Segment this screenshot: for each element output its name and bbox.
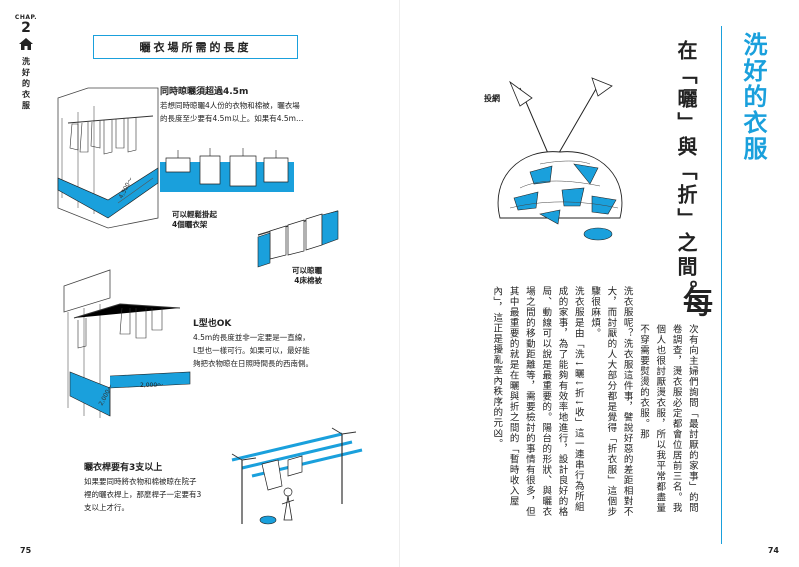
balcony-illustration-2 bbox=[63, 269, 191, 418]
note-lshape-line-2: L型也一樣可行。如果可以，最好能 bbox=[193, 346, 310, 355]
caption-hangers-line-2: 4個曬衣架 bbox=[172, 220, 208, 229]
balcony-illustration-1 bbox=[57, 87, 159, 229]
note-poles: 曬衣桿要有3支以上 如果要同時將衣物和棉被晾在院子 裡的曬衣桿上，那麼桿子一定要… bbox=[84, 462, 201, 514]
note-lshape: L型也OK 4.5m的長度並非一定要是一直線， L型也一樣可行。如果可以，最好能… bbox=[193, 318, 313, 370]
body-paragraph-3: 洗衣服是由「洗↓曬↓折↓收」這一連串行為所組成的家事，為了能夠有效率地進行，設計… bbox=[491, 286, 584, 517]
note-poles-line-3: 支以上才行。 bbox=[84, 503, 129, 512]
note-poles-line-2: 裡的曬衣桿上，那麼桿子一定要有3 bbox=[84, 490, 202, 499]
caption-futons-line-1: 可以晾曬 bbox=[292, 266, 322, 275]
page-number-left: 75 bbox=[20, 546, 32, 555]
caption-futons-line-2: 4床棉被 bbox=[294, 276, 322, 285]
body-paragraph-2: 洗衣服呢？洗衣服這件事，譬說好惡的差距相對不大，而討厭的人大部分都是覺得「折衣服… bbox=[589, 286, 633, 517]
body-text: 次有向主婦們詢問「最討厭的家事」的問卷調查，燙衣服必定都會位居前三名。我個人也很… bbox=[488, 286, 700, 522]
note-length: 同時晾曬須超過4.5m 若想同時晾曬4人份的衣物和棉被，曬衣場 的長度至少要有4… bbox=[160, 86, 303, 125]
note-lshape-line-1: 4.5m的長度並非一定要是一直線， bbox=[193, 333, 310, 342]
chapter-number: 2 bbox=[21, 20, 31, 36]
page-number-right: 74 bbox=[767, 546, 779, 555]
caption-hangers: 可以輕鬆掛起 4個曬衣架 bbox=[172, 210, 217, 230]
caption-hangers-line-1: 可以輕鬆掛起 bbox=[172, 210, 217, 219]
drop-cap: 每 bbox=[683, 286, 713, 321]
section-box-title: 曬衣場所需的長度 bbox=[93, 35, 298, 59]
chapter-tab: CHAP. 2 洗好的衣服 bbox=[8, 14, 44, 112]
note-poles-line-1: 如果要同時將衣物和棉被晾在院子 bbox=[84, 477, 197, 486]
dim-2000b-label: 2,000～ bbox=[98, 383, 115, 407]
headline: 在「曬」與「折」之間。 bbox=[674, 40, 698, 304]
house-icon bbox=[19, 38, 33, 50]
note-lshape-line-3: 夠把衣物晾在日照時間長的西南側。 bbox=[193, 359, 313, 368]
dimension-2000b: 2,000～ bbox=[98, 383, 115, 407]
note-length-line-1: 若想同時晾曬4人份的衣物和棉被，曬衣場 bbox=[160, 101, 300, 110]
poles-illustration bbox=[231, 427, 363, 525]
chapter-label: CHAP. bbox=[14, 14, 38, 21]
body-paragraph-1: 次有向主婦們詢問「最討厭的家事」的問卷調查，燙衣服必定都會位居前三名。我個人也很… bbox=[637, 324, 698, 513]
futon-illustration bbox=[257, 210, 339, 268]
dim-45-label: 4,500～ bbox=[118, 176, 135, 200]
gutter bbox=[399, 0, 400, 567]
chapter-title: 洗好的衣服 bbox=[21, 57, 31, 112]
chapter-sidebar: 洗好的衣服 bbox=[721, 26, 778, 544]
note-length-title: 同時晾曬須超過4.5m bbox=[160, 87, 249, 97]
dim-2000a: 2,000～ bbox=[140, 382, 164, 389]
laundry-pile-illustration bbox=[497, 77, 623, 241]
note-lshape-title: L型也OK bbox=[193, 319, 232, 329]
note-length-line-2: 的長度至少要有4.5m以上。如果有4.5m… bbox=[160, 114, 304, 123]
illustration-label: 投網 bbox=[484, 94, 500, 103]
dimension-45: 4,500～ bbox=[118, 176, 135, 200]
hangers-illustration bbox=[160, 148, 294, 192]
caption-futons: 可以晾曬 4床棉被 bbox=[292, 266, 322, 286]
sidebar-title: 洗好的衣服 bbox=[739, 32, 767, 162]
note-poles-title: 曬衣桿要有3支以上 bbox=[84, 463, 163, 473]
